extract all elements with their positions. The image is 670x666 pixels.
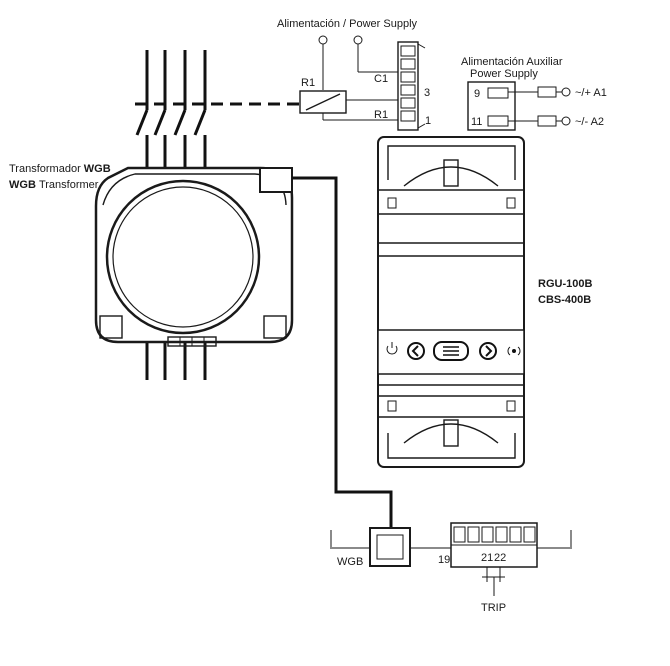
test-signal-icon [507,346,521,356]
terminal-3-label: 3 [424,87,430,99]
terminal-19-label: 19 [438,554,450,566]
wgb-signal-cable [292,176,393,528]
r1-terminal-label: R1 [374,109,388,121]
terminal-22-label: 22 [494,552,506,564]
wgb-transformer: Transformador WGB WGB Transformer [9,163,294,347]
chevron-left-icon[interactable] [407,342,425,360]
supply-terminal-left [318,35,328,45]
transformer-core [105,179,261,335]
transformer-label-es: Transformador WGB [9,163,111,175]
relay-r1-label: R1 [301,77,315,89]
relay-terminal-block: C1 R1 3 1 [374,41,431,131]
model-label-1: RGU-100B [538,278,592,290]
relay-r1: R1 [299,77,398,121]
transformer-label-en: WGB Transformer [9,179,99,191]
transformer-connector [259,167,293,193]
trip-label: TRIP [481,602,506,614]
fuse-a2 [537,115,557,127]
terminal-11-label: 11 [471,116,482,128]
supply-terminal-right [353,35,363,45]
aux-terminal-block [467,81,516,131]
wgb-connector [369,527,411,567]
terminal-21-label: 21 [481,552,493,564]
power-icon [386,342,398,355]
chevron-right-icon[interactable] [479,342,497,360]
model-label-2: CBS-400B [538,294,591,306]
power-supply-section: Alimentación / Power Supply [277,18,418,90]
a1-label: ~/+ A1 [575,87,607,99]
aux-supply-label-en: Power Supply [470,68,538,80]
menu-icon[interactable] [433,341,469,361]
aux-supply-label-es: Alimentación Auxiliar [461,56,563,68]
terminal-1-label: 1 [425,115,431,127]
c1-label: C1 [374,73,388,85]
relay-device: RGU-100B CBS-400B [377,136,592,468]
power-supply-label: Alimentación / Power Supply [277,18,418,30]
aux-supply-section: Alimentación Auxiliar Power Supply 9 11 … [461,56,607,131]
bottom-wiring: WGB 19 21 22 TRIP [330,522,572,614]
wgb-label: WGB [337,556,363,568]
terminal-9-label: 9 [474,88,480,100]
a2-label: ~/- A2 [575,116,604,128]
fuse-a1 [537,86,557,98]
